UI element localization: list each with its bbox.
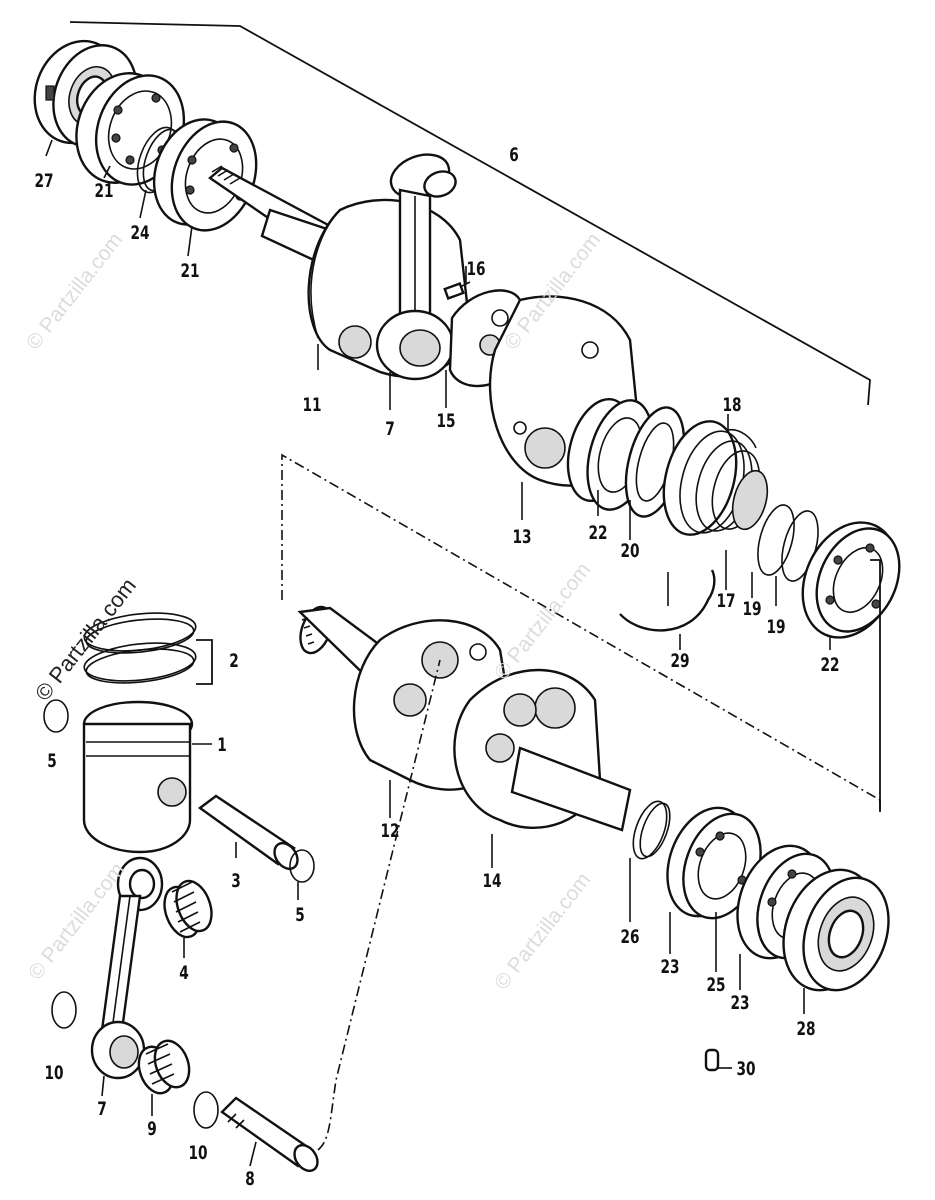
- callout-4: 4: [179, 962, 189, 984]
- washer-10-right: [193, 1091, 219, 1129]
- dowel-pin-30: [704, 1048, 732, 1072]
- callout-7: 7: [385, 418, 395, 440]
- upper-assembly-bracket: [69, 21, 871, 406]
- callout-25: 25: [706, 974, 726, 996]
- callout-16: 16: [466, 258, 486, 280]
- callout-17: 17: [716, 590, 736, 612]
- callout-28: 28: [796, 1018, 816, 1040]
- callout-2: 2: [229, 650, 239, 672]
- connecting-rod-7-lower: [90, 856, 164, 1080]
- bearing-22-right: [801, 521, 901, 639]
- callout-23: 23: [660, 956, 680, 978]
- circlip-5-left: [43, 699, 69, 733]
- callout-14: 14: [482, 870, 502, 892]
- callout-21: 21: [180, 260, 200, 282]
- callout-3: 3: [231, 870, 241, 892]
- callout-12: 12: [380, 820, 400, 842]
- needle-bearing-9: [137, 1039, 191, 1095]
- bearing-21-left: [75, 72, 186, 186]
- callout-11: 11: [302, 394, 322, 416]
- callout-15: 15: [436, 410, 456, 432]
- connecting-rod-7-upper: [375, 153, 457, 381]
- callout-23: 23: [730, 992, 750, 1014]
- callout-19: 19: [742, 598, 762, 620]
- leader-lines: [45, 139, 831, 1167]
- piston-rings-2: [83, 612, 213, 685]
- callout-13: 13: [512, 526, 532, 548]
- labyrinth-seal-17-18: [662, 420, 769, 536]
- callout-20: 20: [620, 540, 640, 562]
- circlip-5-right: [289, 849, 315, 883]
- callout-22: 22: [820, 654, 840, 676]
- crank-web-14: [453, 668, 632, 832]
- piston-1: [82, 700, 212, 854]
- callout-7: 7: [97, 1098, 107, 1120]
- callout-5: 5: [47, 750, 57, 772]
- callout-24: 24: [130, 222, 150, 244]
- callout-10: 10: [188, 1142, 208, 1164]
- callout-8: 8: [245, 1168, 255, 1190]
- snap-ring-29: [619, 569, 716, 632]
- callout-6: 6: [509, 144, 519, 166]
- callout-30: 30: [736, 1058, 756, 1080]
- callout-22: 22: [588, 522, 608, 544]
- callout-26: 26: [620, 926, 640, 948]
- lower-assembly-outline: [281, 453, 881, 812]
- callout-18: 18: [722, 394, 742, 416]
- crank-pin-8: [220, 1096, 319, 1173]
- callout-27: 27: [34, 170, 54, 192]
- needle-bearing-4: [163, 879, 213, 939]
- callout-19: 19: [766, 616, 786, 638]
- callout-1: 1: [217, 734, 227, 756]
- callout-29: 29: [670, 650, 690, 672]
- oil-seal-28: [782, 868, 890, 992]
- callout-10: 10: [44, 1062, 64, 1084]
- callout-5: 5: [295, 904, 305, 926]
- o-ring-26: [632, 800, 671, 860]
- callout-9: 9: [147, 1118, 157, 1140]
- piston-pin-3: [197, 794, 299, 871]
- crank-pin-leader-line: [317, 659, 441, 1151]
- washer-10-left: [51, 991, 77, 1029]
- callout-21: 21: [94, 180, 114, 202]
